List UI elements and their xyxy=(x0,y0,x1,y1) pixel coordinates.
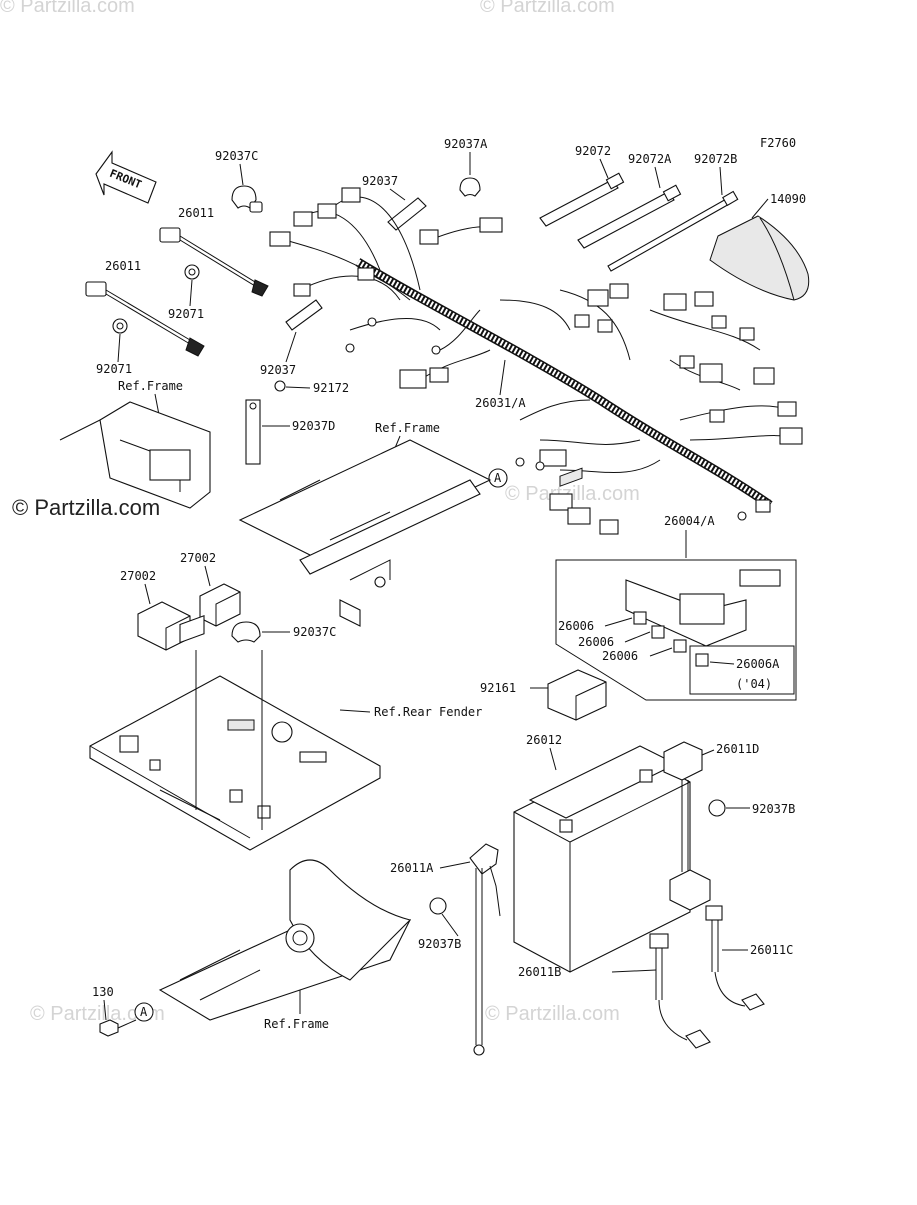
label-92037-mid: 92037 xyxy=(260,363,296,377)
cap-clip-icon xyxy=(708,799,726,817)
relay-icon xyxy=(199,583,241,627)
tape-part-icon xyxy=(285,299,323,331)
watermark: © Partzilla.com xyxy=(480,0,615,17)
label-26012: 26012 xyxy=(526,733,562,747)
frame-crossmember-icon xyxy=(238,439,492,627)
label-92071-a: 92071 xyxy=(168,307,204,321)
clamp-part-icon xyxy=(231,621,261,643)
bolt-icon xyxy=(99,1019,137,1037)
fuse-cover-icon xyxy=(547,467,607,721)
battery-cable-icon xyxy=(663,741,711,911)
label-130: 130 xyxy=(92,985,114,999)
fuse-box-group xyxy=(555,559,797,701)
watermark-main: © Partzilla.com xyxy=(12,495,160,520)
grommet-icon xyxy=(184,264,200,280)
front-arrow-icon: FRONT xyxy=(95,150,157,204)
marker-a-circle: A xyxy=(488,468,508,488)
cable-tie-icon xyxy=(539,172,625,227)
label-92037C-mid: 92037C xyxy=(293,625,336,639)
bolt-icon xyxy=(274,380,286,392)
label-26011-a: 26011 xyxy=(178,206,214,220)
label-92037B-l: 92037B xyxy=(418,937,461,951)
grommet-icon xyxy=(112,318,128,334)
label-27002-a: 27002 xyxy=(180,551,216,565)
label-92037-top: 92037 xyxy=(362,174,398,188)
label-92072: 92072 xyxy=(575,144,611,158)
label-26011C: 26011C xyxy=(750,943,793,957)
label-92072B: 92072B xyxy=(694,152,737,166)
watermark: © Partzilla.com xyxy=(30,1003,165,1025)
clamp-part-icon xyxy=(459,177,481,197)
sensor-lead-icon xyxy=(85,281,205,357)
label-26006A-note: ('04) xyxy=(736,677,772,691)
frame-bracket-icon xyxy=(59,401,211,509)
strap-part-icon xyxy=(245,399,261,465)
ref-frame-3: Ref.Frame xyxy=(264,1017,329,1031)
label-26006A: 26006A xyxy=(736,657,780,671)
tape-part-icon xyxy=(387,197,427,231)
cap-clip-icon xyxy=(429,897,447,915)
ref-frame-1: Ref.Frame xyxy=(118,379,183,393)
label-92037D: 92037D xyxy=(292,419,335,433)
label-92037B-r: 92037B xyxy=(752,802,795,816)
frame-lower-icon xyxy=(158,859,412,1021)
battery-cable-icon xyxy=(469,843,501,1056)
diagram-code: F2760 xyxy=(760,136,796,150)
label-92072A: 92072A xyxy=(628,152,672,166)
watermark: © Partzilla.com xyxy=(485,1003,620,1025)
ref-frame-2: Ref.Frame xyxy=(375,421,440,435)
label-26006-a: 26006 xyxy=(558,619,594,633)
cable-tie-icon xyxy=(607,190,739,272)
label-26011B: 26011B xyxy=(518,965,561,979)
label-26006-c: 26006 xyxy=(602,649,638,663)
clamp-part-icon xyxy=(231,185,263,213)
label-26011A: 26011A xyxy=(390,861,434,875)
sensor-lead-icon xyxy=(159,227,269,297)
label-14090: 14090 xyxy=(770,192,806,206)
svg-text:A: A xyxy=(494,471,502,485)
label-27002-b: 27002 xyxy=(120,569,156,583)
label-26031A: 26031/A xyxy=(475,396,526,410)
label-26006-b: 26006 xyxy=(578,635,614,649)
ref-rear-fender: Ref.Rear Fender xyxy=(374,705,482,719)
battery-icon xyxy=(513,745,691,973)
label-92037A: 92037A xyxy=(444,137,488,151)
ground-cable-icon xyxy=(649,933,711,1049)
label-92037C: 92037C xyxy=(215,149,258,163)
cable-tie-icon xyxy=(577,184,682,249)
svg-text:A: A xyxy=(140,1005,148,1019)
label-92172: 92172 xyxy=(313,381,349,395)
label-26011D: 26011D xyxy=(716,742,759,756)
label-92161: 92161 xyxy=(480,681,516,695)
label-92071-b: 92071 xyxy=(96,362,132,376)
ground-cable-icon xyxy=(705,905,765,1011)
main-wiring-harness xyxy=(269,187,803,535)
label-26011-b: 26011 xyxy=(105,259,141,273)
rear-fender-tray-icon xyxy=(89,614,381,851)
marker-a-circle: A xyxy=(134,1002,154,1022)
cover-part-icon xyxy=(709,215,810,301)
watermark: © Partzilla.com xyxy=(0,0,135,17)
label-26004A: 26004/A xyxy=(664,514,715,528)
